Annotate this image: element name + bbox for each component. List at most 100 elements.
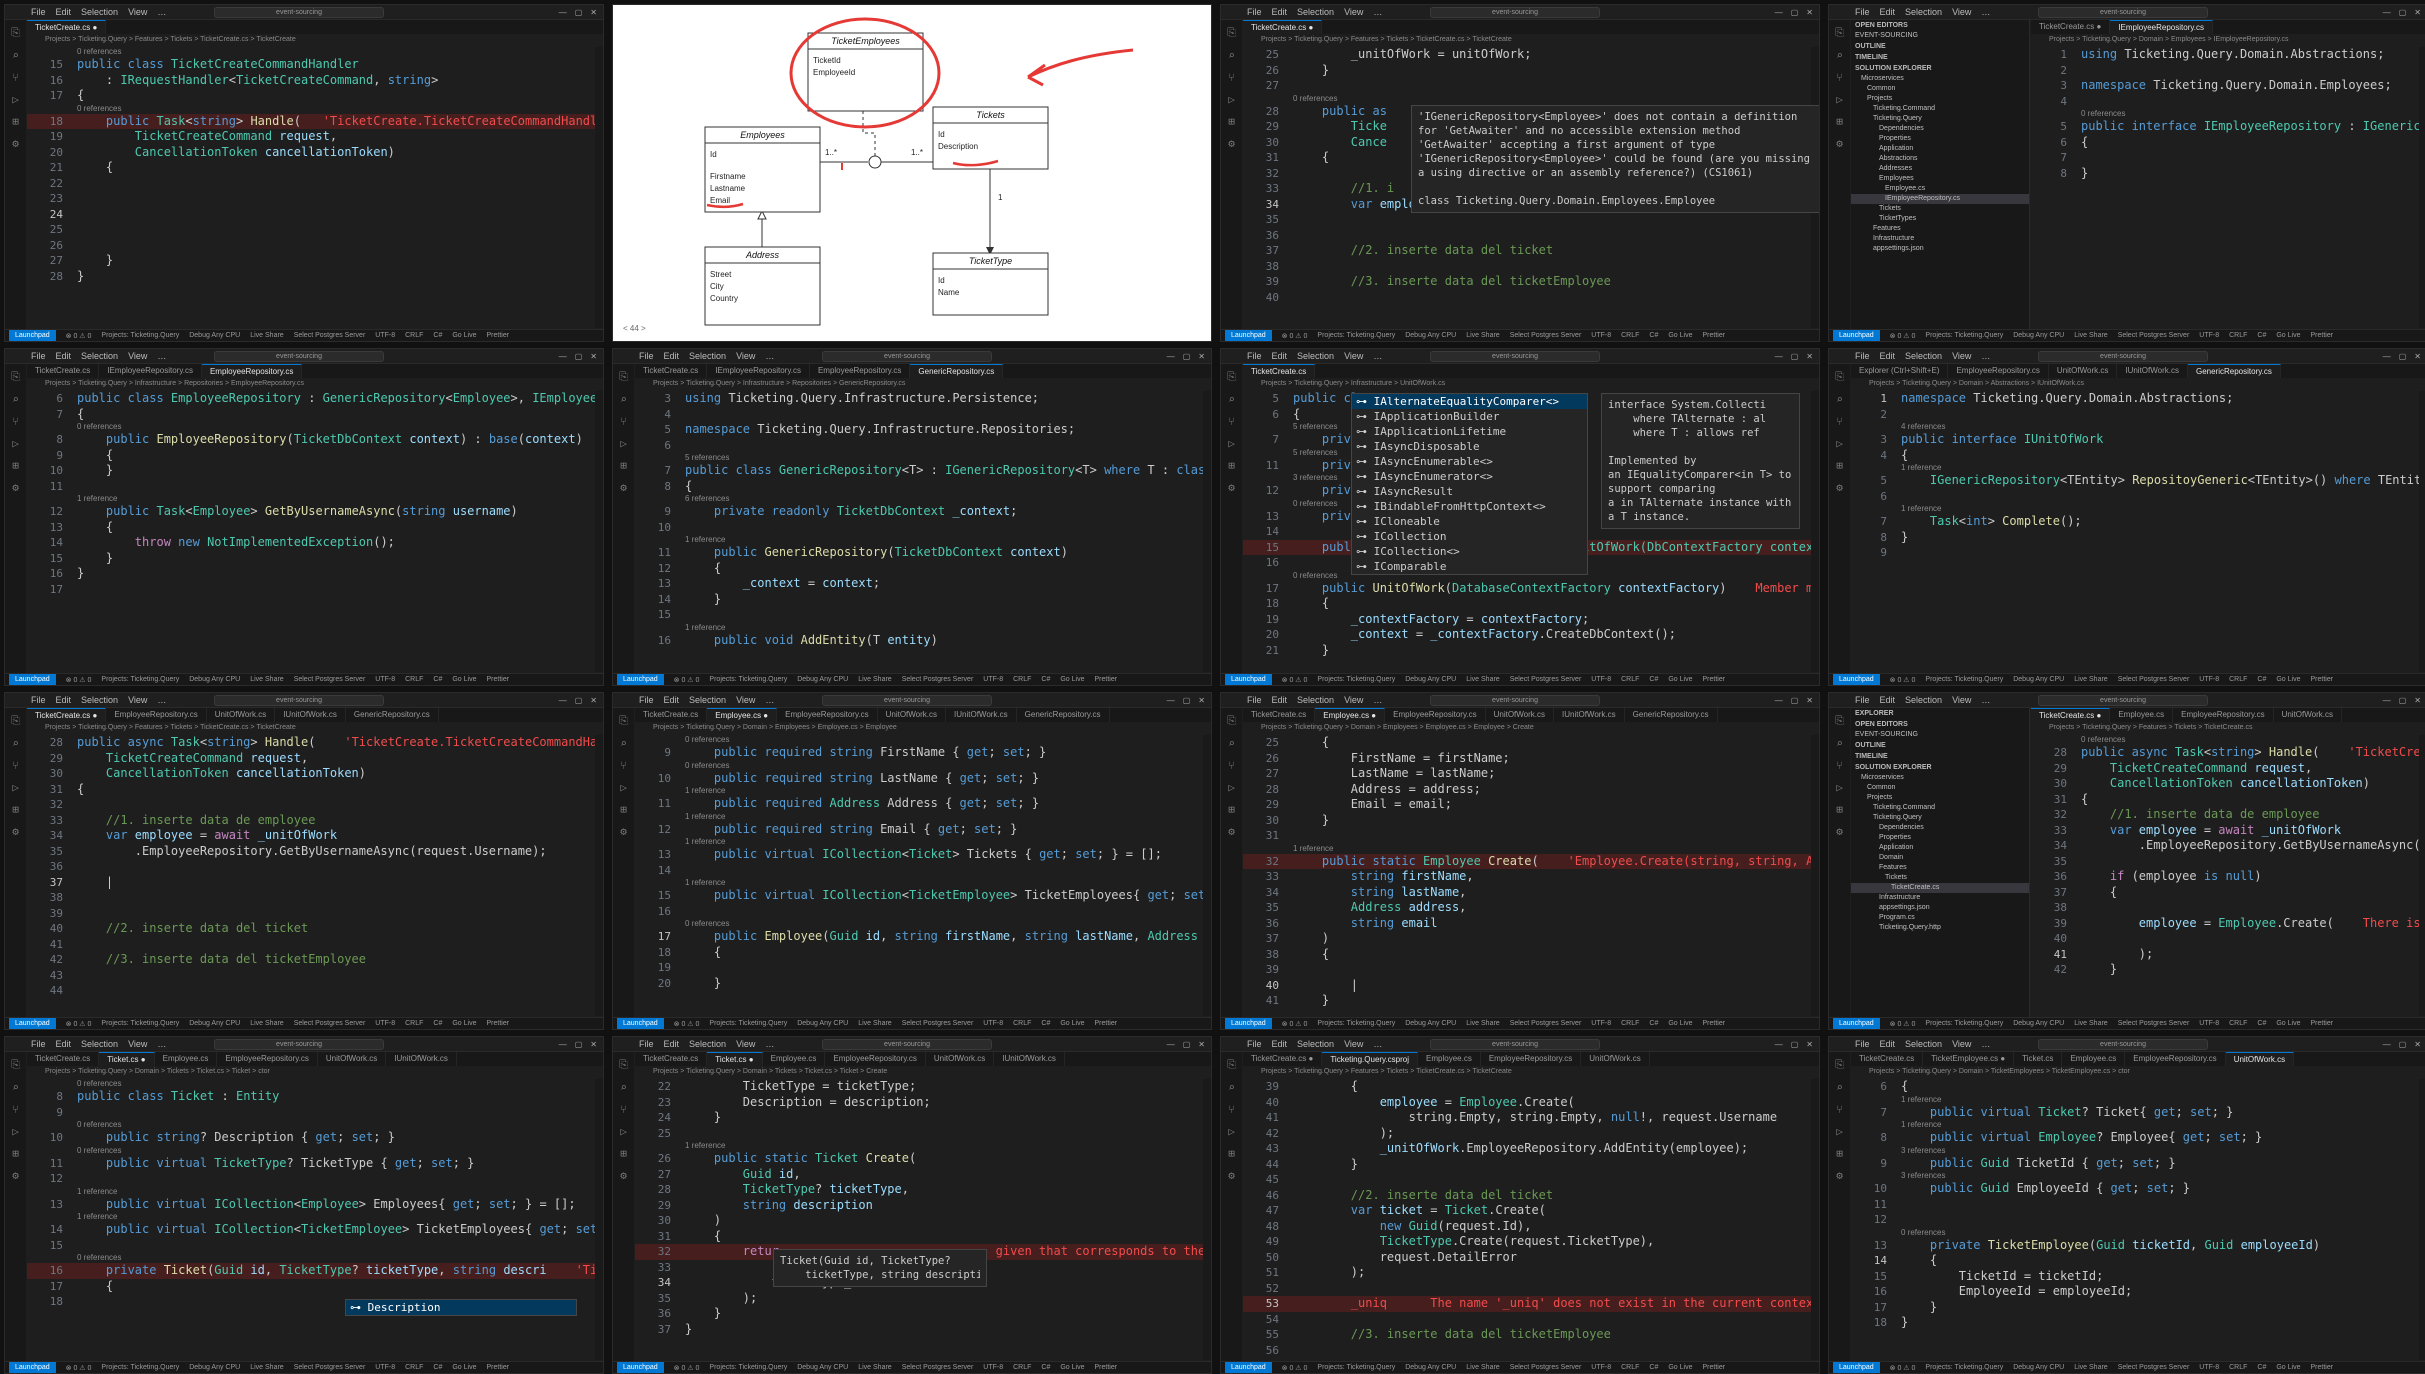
status-item[interactable]: ⊗ 0 ⚠ 0 bbox=[1889, 332, 1916, 340]
codelens-hint[interactable]: 1 reference bbox=[1901, 504, 1942, 513]
explorer-tree-item[interactable]: Projects bbox=[1867, 794, 1893, 801]
explorer-tree-item[interactable]: TicketCreate.cs bbox=[1851, 883, 2029, 893]
status-item[interactable]: C# bbox=[2257, 1020, 2267, 1027]
files-icon[interactable]: ⎘ bbox=[619, 1058, 628, 1071]
status-item[interactable]: CRLF bbox=[1621, 332, 1640, 339]
close-icon[interactable]: ✕ bbox=[1806, 1039, 1813, 1049]
explorer-tree-item[interactable]: Tickets bbox=[1885, 874, 1907, 881]
gear-icon[interactable]: ⚙ bbox=[620, 481, 627, 494]
vertical-scrollbar[interactable] bbox=[1811, 391, 1819, 672]
command-search[interactable]: event-sourcing bbox=[214, 350, 384, 362]
remote-indicator[interactable]: Launchpad bbox=[1833, 674, 1880, 685]
editor-tab[interactable]: UnitOfWork.cs bbox=[1581, 1052, 1650, 1066]
menu-item[interactable]: Edit bbox=[1879, 7, 1896, 17]
editor-tab[interactable]: GenericRepository.cs bbox=[2187, 364, 2281, 378]
status-item[interactable]: Projects: Ticketing.Query bbox=[101, 676, 180, 683]
menu-item[interactable]: View bbox=[128, 351, 148, 361]
status-item[interactable]: ⊗ 0 ⚠ 0 bbox=[1889, 1020, 1916, 1028]
status-item[interactable]: Debug Any CPU bbox=[2013, 1364, 2065, 1371]
status-item[interactable]: CRLF bbox=[1621, 676, 1640, 683]
search-icon[interactable]: ⌕ bbox=[620, 737, 627, 750]
minimize-icon[interactable]: — bbox=[2382, 695, 2391, 705]
explorer-tree-item[interactable]: Application bbox=[1879, 145, 1914, 152]
menu-item[interactable]: File bbox=[1247, 695, 1262, 705]
extensions-icon[interactable]: ⊞ bbox=[12, 459, 19, 472]
menu-item[interactable]: Selection bbox=[689, 1039, 727, 1049]
status-item[interactable]: Go Live bbox=[1668, 332, 1693, 339]
status-item[interactable]: UTF-8 bbox=[983, 1020, 1004, 1027]
codelens-hint[interactable]: 0 references bbox=[2081, 735, 2126, 744]
minimize-icon[interactable]: — bbox=[1166, 1039, 1175, 1049]
codelens-hint[interactable]: 5 references bbox=[1293, 422, 1338, 431]
editor-tab[interactable]: GenericRepository.cs bbox=[1017, 708, 1110, 722]
gear-icon[interactable]: ⚙ bbox=[1836, 137, 1843, 150]
editor-tab[interactable]: UnitOfWork.cs bbox=[878, 708, 947, 722]
codelens-hint[interactable]: 1 reference bbox=[685, 622, 726, 632]
editor-tab[interactable]: EmployeeRepository.cs bbox=[2125, 1052, 2226, 1066]
files-icon[interactable]: ⎘ bbox=[1227, 714, 1236, 727]
menu-item[interactable]: … bbox=[157, 7, 167, 17]
close-icon[interactable]: ✕ bbox=[1806, 695, 1813, 705]
status-item[interactable]: UTF-8 bbox=[983, 676, 1004, 683]
vertical-scrollbar[interactable] bbox=[1811, 735, 1819, 1016]
status-item[interactable]: Select Postgres Server bbox=[901, 1364, 974, 1371]
codelens-hint[interactable]: 0 references bbox=[1293, 498, 1338, 508]
command-search[interactable]: event-sourcing bbox=[2038, 6, 2208, 18]
vertical-scrollbar[interactable] bbox=[2419, 47, 2425, 328]
code-editor[interactable]: 39 {40 employee = Employee.Create(41 str… bbox=[1243, 1079, 1811, 1360]
editor-tab[interactable]: Employee.cs bbox=[2110, 708, 2174, 722]
status-item[interactable]: UTF-8 bbox=[375, 1020, 396, 1027]
status-item[interactable]: Prettier bbox=[1094, 1364, 1118, 1371]
status-item[interactable]: UTF-8 bbox=[375, 1364, 396, 1371]
explorer-section-header[interactable]: TIMELINE bbox=[1855, 54, 1888, 61]
remote-indicator[interactable]: Launchpad bbox=[9, 330, 56, 341]
close-icon[interactable]: ✕ bbox=[590, 7, 597, 17]
suggestion-item[interactable]: ⊶ IComparable bbox=[1356, 560, 1447, 573]
status-item[interactable]: Projects: Ticketing.Query bbox=[709, 1020, 788, 1027]
explorer-tree-item[interactable]: Tickets bbox=[1879, 205, 1901, 212]
remote-indicator[interactable]: Launchpad bbox=[1225, 1362, 1272, 1373]
files-icon[interactable]: ⎘ bbox=[1835, 26, 1844, 39]
explorer-tree-item[interactable]: Ticketing.Query bbox=[1873, 814, 1922, 821]
command-search[interactable]: event-sourcing bbox=[1430, 350, 1600, 362]
source-control-icon[interactable]: ⑂ bbox=[1228, 1103, 1235, 1116]
codelens-hint[interactable]: 0 references bbox=[1293, 93, 1338, 103]
menu-item[interactable]: View bbox=[736, 695, 756, 705]
menu-item[interactable]: Selection bbox=[689, 351, 727, 361]
editor-tab[interactable]: EmployeeRepository.cs bbox=[810, 364, 911, 378]
gear-icon[interactable]: ⚙ bbox=[1836, 481, 1843, 494]
remote-indicator[interactable]: Launchpad bbox=[1833, 330, 1880, 341]
explorer-tree-item[interactable]: Infrastructure bbox=[1873, 235, 1915, 242]
command-search[interactable]: event-sourcing bbox=[214, 6, 384, 18]
minimize-icon[interactable]: — bbox=[1774, 7, 1783, 17]
codelens-hint[interactable]: 3 references bbox=[1901, 1171, 1946, 1180]
files-icon[interactable]: ⎘ bbox=[1227, 370, 1236, 383]
explorer-tree-item[interactable]: Ticketing.Query.http bbox=[1879, 924, 1941, 931]
status-item[interactable]: CRLF bbox=[2229, 1020, 2248, 1027]
remote-indicator[interactable]: Launchpad bbox=[617, 1362, 664, 1373]
status-item[interactable]: ⊗ 0 ⚠ 0 bbox=[1281, 1020, 1308, 1028]
files-icon[interactable]: ⎘ bbox=[11, 26, 20, 39]
status-item[interactable]: C# bbox=[1649, 676, 1659, 683]
editor-tab[interactable]: EmployeeRepository.cs bbox=[825, 1052, 926, 1066]
explorer-tree-item[interactable]: Properties bbox=[1879, 135, 1911, 142]
run-debug-icon[interactable]: ▷ bbox=[12, 93, 19, 106]
status-item[interactable]: UTF-8 bbox=[983, 1364, 1004, 1371]
status-item[interactable]: Prettier bbox=[1702, 1364, 1726, 1371]
menu-item[interactable]: File bbox=[1855, 351, 1870, 361]
explorer-tree-item[interactable]: Common bbox=[1867, 784, 1896, 791]
codelens-hint[interactable]: 1 reference bbox=[1901, 1094, 1942, 1104]
extensions-icon[interactable]: ⊞ bbox=[1836, 803, 1843, 816]
status-item[interactable]: Select Postgres Server bbox=[901, 676, 974, 683]
menu-item[interactable]: … bbox=[1373, 351, 1383, 361]
menu-item[interactable]: … bbox=[1981, 351, 1991, 361]
explorer-tree-item[interactable]: Features bbox=[1873, 225, 1901, 232]
menu-item[interactable]: … bbox=[157, 351, 167, 361]
minimize-icon[interactable]: — bbox=[558, 7, 567, 17]
suggestion-list[interactable]: ⊶ IAlternateEqualityComparer<>⊶ IApplica… bbox=[1351, 393, 1588, 575]
minimize-icon[interactable]: — bbox=[1166, 351, 1175, 361]
run-debug-icon[interactable]: ▷ bbox=[1836, 781, 1843, 794]
menu-item[interactable]: Selection bbox=[1297, 7, 1335, 17]
